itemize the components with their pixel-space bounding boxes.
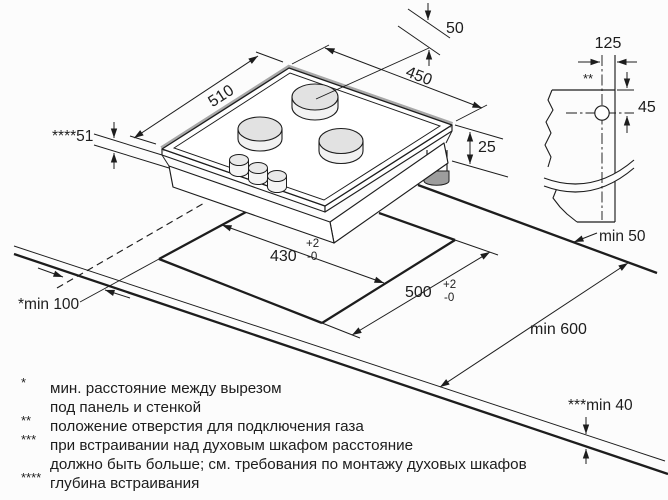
hob-corner-connector-left (161, 154, 170, 167)
dim-min600-line (439, 262, 629, 388)
footnote-3-marker: *** (21, 432, 36, 447)
burner-rear (291, 83, 339, 121)
hob (160, 64, 453, 244)
knob-3-top (267, 170, 287, 182)
cutout-dimensions: 430 +2 -0 500 +2 -0 *min 100 min 50 min … (18, 224, 646, 464)
dim-450-ext-left (291, 44, 330, 65)
cutout-rear-right-edge (378, 211, 456, 242)
burner-front-top (318, 127, 364, 155)
gas-hole-marker: ** (583, 71, 593, 86)
dim-50-tick-upper (407, 8, 451, 39)
footnote-3-line-1: при встраивании над духовым шкафом расст… (50, 437, 413, 454)
footnote-1-marker: * (21, 375, 26, 390)
dim-min50-leader (573, 232, 598, 243)
footnote-1-line-1: мин. расстояние между вырезом (50, 380, 282, 397)
dim-450-line (324, 47, 483, 109)
cutout-extension-right (454, 239, 499, 256)
dim-510-ext-right (255, 51, 284, 63)
dim-45-label: 45 (638, 99, 656, 116)
footnote-4-line-1: глубина встраивания (50, 475, 199, 492)
dim-510-line (133, 55, 259, 139)
burner-left (237, 116, 283, 152)
dim-51-ext-lower (93, 144, 170, 169)
dim-450-ext-right (455, 104, 488, 122)
countertop-right-edge (417, 183, 658, 275)
dim-min100-arrow-left (37, 267, 64, 278)
wall-hidden-edge (56, 201, 207, 289)
countertop-front-top-edge (13, 245, 666, 462)
dim-50-leader (315, 47, 430, 100)
dim-25-label: 25 (478, 139, 496, 156)
break-line-lower (543, 167, 635, 193)
dim-min100-arrow-right (104, 289, 131, 299)
burner-left-top (237, 116, 283, 142)
dim-51-ext-upper (93, 133, 163, 156)
dim-500-tol-plus: +2 (443, 279, 456, 291)
worktop-cutout (79, 210, 499, 339)
dim-510-ext-left (129, 135, 157, 145)
dim-50-tick-lower (397, 25, 441, 56)
dim-500-label: 500 (405, 284, 432, 301)
dim-500-tol-minus: -0 (444, 292, 454, 304)
dim-50-label: 50 (446, 20, 464, 37)
dim-51-label: ****51 (52, 128, 93, 145)
control-knob-1 (229, 154, 249, 177)
dim-min50-label: min 50 (599, 228, 646, 245)
hob-corner-connector-right (445, 130, 453, 144)
footnote-3-line-2: должно быть больше; см. требования по мо… (50, 456, 527, 473)
cutout-rear-left-edge (158, 210, 247, 261)
control-knob-2 (248, 162, 268, 185)
footnote-2-marker: ** (21, 413, 31, 428)
countertop (13, 183, 668, 476)
break-band-mask (544, 160, 634, 192)
break-line-upper (543, 159, 635, 185)
hob-tub-left-face (168, 165, 335, 244)
burner-front (318, 127, 364, 165)
dim-25-ext-lower (451, 160, 509, 178)
dim-430-tol-plus: +2 (306, 238, 319, 250)
dim-430-label: 430 (270, 248, 297, 265)
gas-hole-detail-view: 125 ** 45 (543, 35, 656, 223)
cutout-front-left-edge (158, 257, 323, 325)
dim-min600-label: min 600 (530, 321, 587, 338)
cutout-extension-front (321, 322, 361, 339)
footnotes: * мин. расстояние между вырезом под пане… (21, 375, 527, 492)
cutout-extension-left (79, 258, 160, 303)
knob-1-top (229, 154, 249, 166)
knob-2-top (248, 162, 268, 174)
dim-450-label: 450 (403, 64, 434, 89)
dim-25-ext-upper (454, 124, 504, 140)
panel-torn-edge-upper (544, 89, 554, 168)
dim-min40-label: ***min 40 (568, 397, 633, 414)
countertop-front-bottom-edge (13, 252, 668, 476)
footnote-1-line-2: под панель и стенкой (50, 399, 201, 416)
panel-torn-edge-lower (552, 187, 578, 223)
footnote-4-marker: **** (21, 470, 41, 485)
dim-125-label: 125 (595, 35, 622, 52)
dim-430-tol-minus: -0 (307, 251, 317, 263)
burner-rear-top (291, 83, 339, 111)
gas-hole (594, 105, 610, 121)
footnote-2-line-1: положение отверстия для подключения газа (50, 418, 364, 435)
cutout-front-right-edge (321, 239, 456, 324)
control-knob-3 (267, 170, 287, 193)
dim-430-line (221, 224, 385, 284)
dim-min100-label: *min 100 (18, 296, 80, 313)
